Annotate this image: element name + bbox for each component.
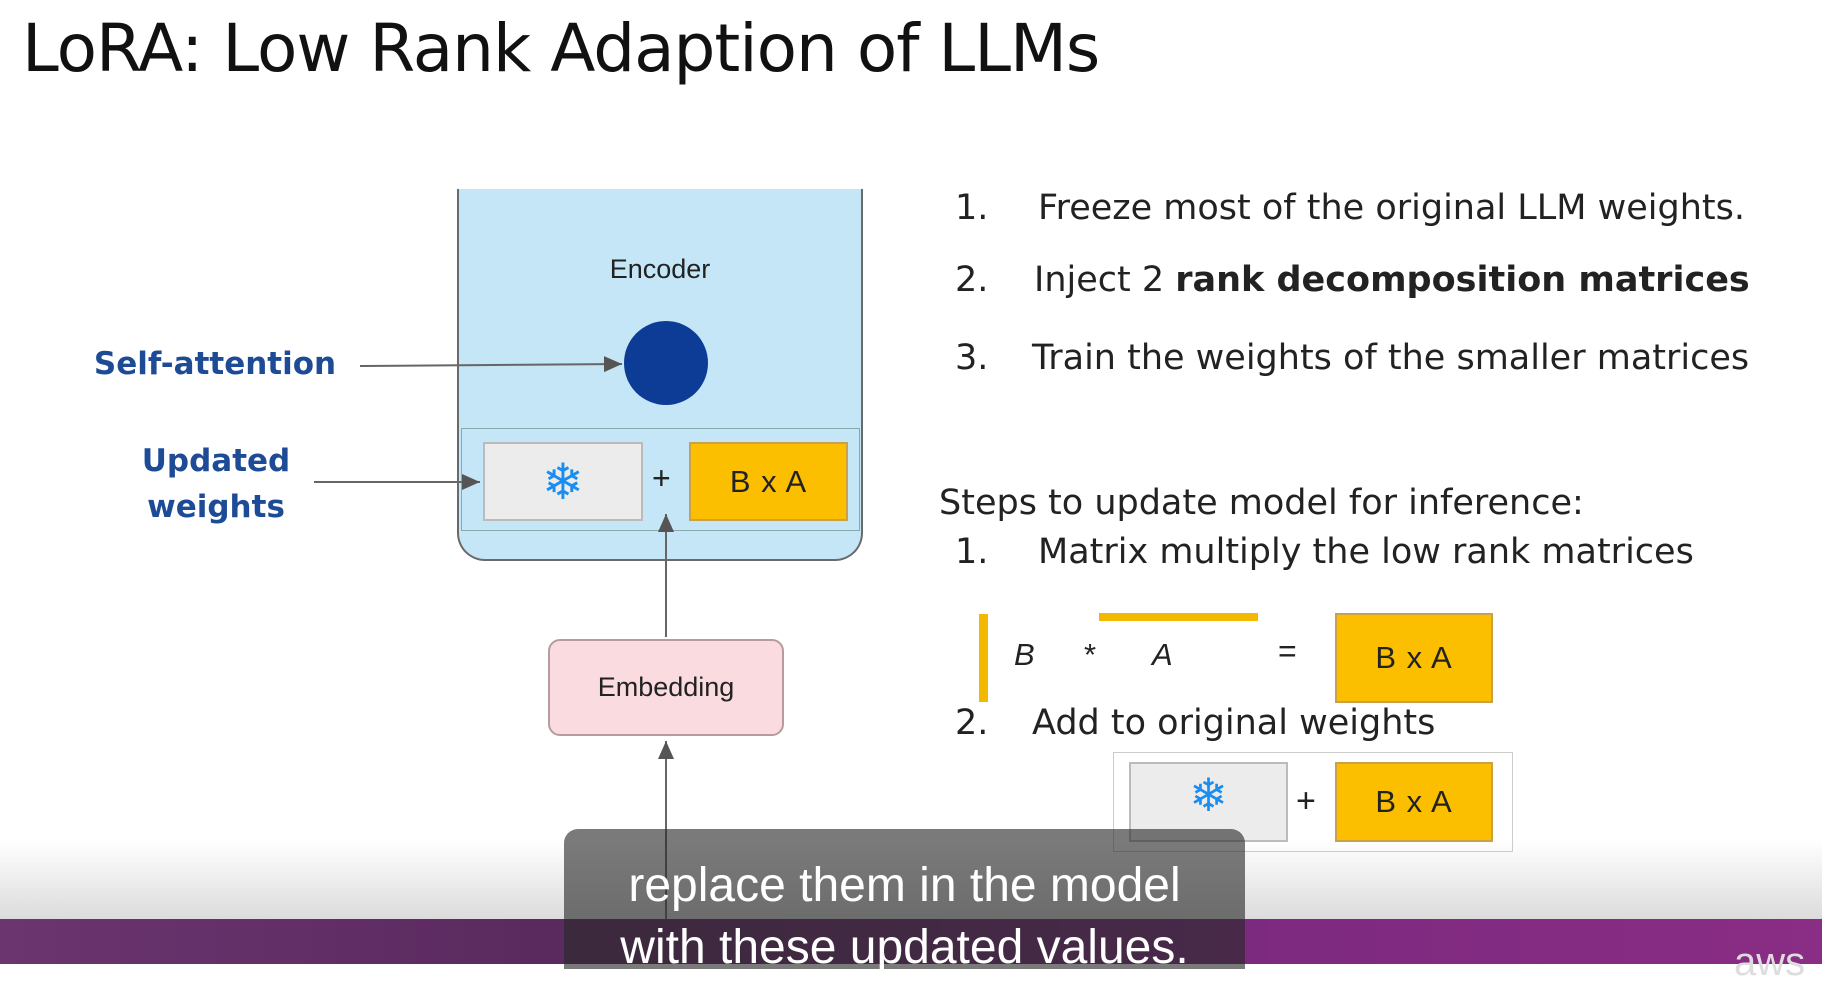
step-2-text: Inject 2 rank decomposition matrices bbox=[1034, 260, 1750, 300]
step-2-text-bold: rank decomposition matrices bbox=[1175, 260, 1750, 300]
slide-title: LoRA: Low Rank Adaption of LLMs bbox=[22, 10, 1100, 87]
multiply-sign: * bbox=[1084, 637, 1097, 672]
subtitle-line-2: with these updated values. bbox=[620, 921, 1189, 974]
step-1-number: 1. bbox=[955, 188, 989, 228]
self-attention-label: Self-attention bbox=[93, 346, 337, 382]
updated-weights-label: Updated weights bbox=[130, 438, 302, 530]
step-2-text-plain: Inject 2 bbox=[1034, 260, 1176, 300]
inference-step-2-text: Add to original weights bbox=[1032, 703, 1436, 743]
snowflake-icon: ❄ bbox=[542, 452, 584, 511]
step-3-number: 3. bbox=[955, 338, 989, 378]
subtitle-caption: replace them in the model with these upd… bbox=[564, 829, 1245, 974]
bxa-result-box: B x A bbox=[1335, 613, 1493, 703]
step-2-number: 2. bbox=[955, 260, 989, 300]
inference-heading: Steps to update model for inference: bbox=[939, 483, 1584, 523]
inference-step-2-number: 2. bbox=[955, 703, 989, 743]
embedding-label: Embedding bbox=[597, 672, 735, 702]
updated-weights-line2: weights bbox=[147, 489, 285, 525]
matrix-a-label: A bbox=[1152, 637, 1173, 672]
diagram-arrows bbox=[314, 356, 674, 930]
merged-bxa-box: B x A bbox=[1335, 762, 1493, 842]
plus-sign: + bbox=[652, 460, 671, 496]
encoder-label: Encoder bbox=[609, 254, 711, 284]
merged-plus-sign: + bbox=[1296, 782, 1316, 820]
snowflake-icon: ❄ bbox=[1189, 768, 1228, 822]
matrix-b-label: B bbox=[1014, 637, 1035, 672]
inference-step-1-number: 1. bbox=[955, 532, 989, 572]
equals-sign: = bbox=[1278, 633, 1297, 669]
aws-logo: aws bbox=[1734, 940, 1806, 984]
embedding-box: Embedding bbox=[548, 639, 784, 736]
bxa-box: B x A bbox=[689, 442, 848, 521]
frozen-weights-box: ❄ bbox=[483, 442, 643, 521]
self-attention-node bbox=[624, 321, 708, 405]
inference-step-1-text: Matrix multiply the low rank matrices bbox=[1038, 532, 1694, 572]
updated-weights-line1: Updated bbox=[141, 443, 291, 479]
subtitle-line-1: replace them in the model bbox=[628, 859, 1181, 912]
matrix-a-bar bbox=[1099, 613, 1258, 621]
step-3-text: Train the weights of the smaller matrice… bbox=[1032, 338, 1750, 378]
self-attention-arrow bbox=[359, 356, 623, 373]
step-1-text: Freeze most of the original LLM weights. bbox=[1038, 188, 1745, 228]
merged-weights-group bbox=[1113, 752, 1513, 852]
matrix-b-bar bbox=[979, 614, 988, 702]
merged-frozen-box: ❄ bbox=[1129, 762, 1288, 842]
